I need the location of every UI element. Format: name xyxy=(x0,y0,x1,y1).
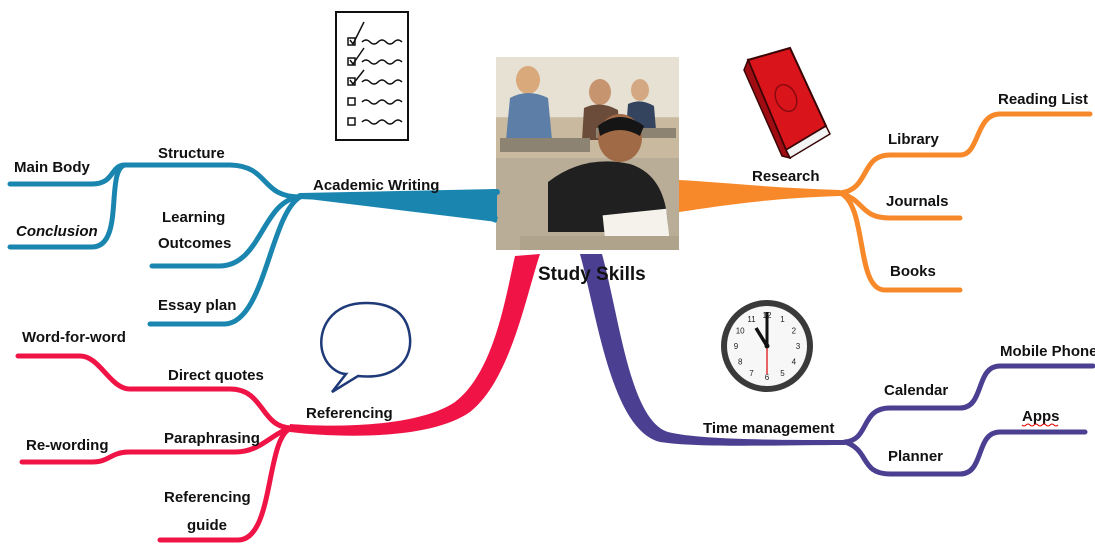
clock-numeral: 5 xyxy=(780,369,785,378)
label-planner: Planner xyxy=(888,448,943,465)
clock-numeral: 1 xyxy=(780,315,785,324)
label-essay-plan: Essay plan xyxy=(158,297,236,314)
label-word-for-word: Word-for-word xyxy=(22,329,126,346)
clock-icon: 121234567891011 xyxy=(721,300,813,392)
clock-numeral: 7 xyxy=(749,369,754,378)
branch-academic-writing xyxy=(7,162,500,327)
label-learning: Learning xyxy=(162,209,225,226)
label-mobile-phone: Mobile Phone xyxy=(1000,343,1095,360)
label-apps: Apps xyxy=(1022,408,1060,425)
label-conclusion: Conclusion xyxy=(16,223,98,240)
label-referencing-line2: guide xyxy=(187,517,227,534)
label-academic-writing: Academic Writing xyxy=(313,177,439,194)
branch-referencing xyxy=(15,254,540,543)
checklist-icon xyxy=(335,11,409,141)
label-referencing: Referencing xyxy=(306,405,393,422)
label-referencing-line1: Referencing xyxy=(164,489,251,506)
label-library: Library xyxy=(888,131,940,148)
branch-time-management xyxy=(580,254,1095,477)
label-paraphrasing: Paraphrasing xyxy=(164,430,260,447)
label-research: Research xyxy=(752,168,820,185)
label-outcomes: Outcomes xyxy=(158,235,231,252)
label-books: Books xyxy=(890,263,936,280)
label-calendar: Calendar xyxy=(884,382,948,399)
spellcheck-underline xyxy=(1021,423,1059,427)
label-direct-quotes: Direct quotes xyxy=(168,367,264,384)
speech-bubble-icon xyxy=(320,301,412,394)
clock-numeral: 4 xyxy=(792,358,797,367)
clock-numeral: 10 xyxy=(736,327,745,336)
label-re-wording: Re-wording xyxy=(26,437,109,454)
book-icon xyxy=(743,46,831,160)
branch-research xyxy=(679,111,1093,293)
clock-numeral: 2 xyxy=(792,327,797,336)
label-journals: Journals xyxy=(886,193,949,210)
label-time-management: Time management xyxy=(703,420,834,437)
central-photo xyxy=(496,57,679,250)
center-title: Study Skills xyxy=(538,264,646,285)
clock-numeral: 3 xyxy=(796,342,801,351)
clock-numeral: 6 xyxy=(765,373,770,382)
clock-numeral: 11 xyxy=(747,315,756,324)
clock-numeral: 8 xyxy=(738,358,743,367)
label-structure: Structure xyxy=(158,145,225,162)
clock-numeral: 9 xyxy=(734,342,739,351)
label-reading-list: Reading List xyxy=(998,91,1088,108)
label-main-body: Main Body xyxy=(14,159,90,176)
